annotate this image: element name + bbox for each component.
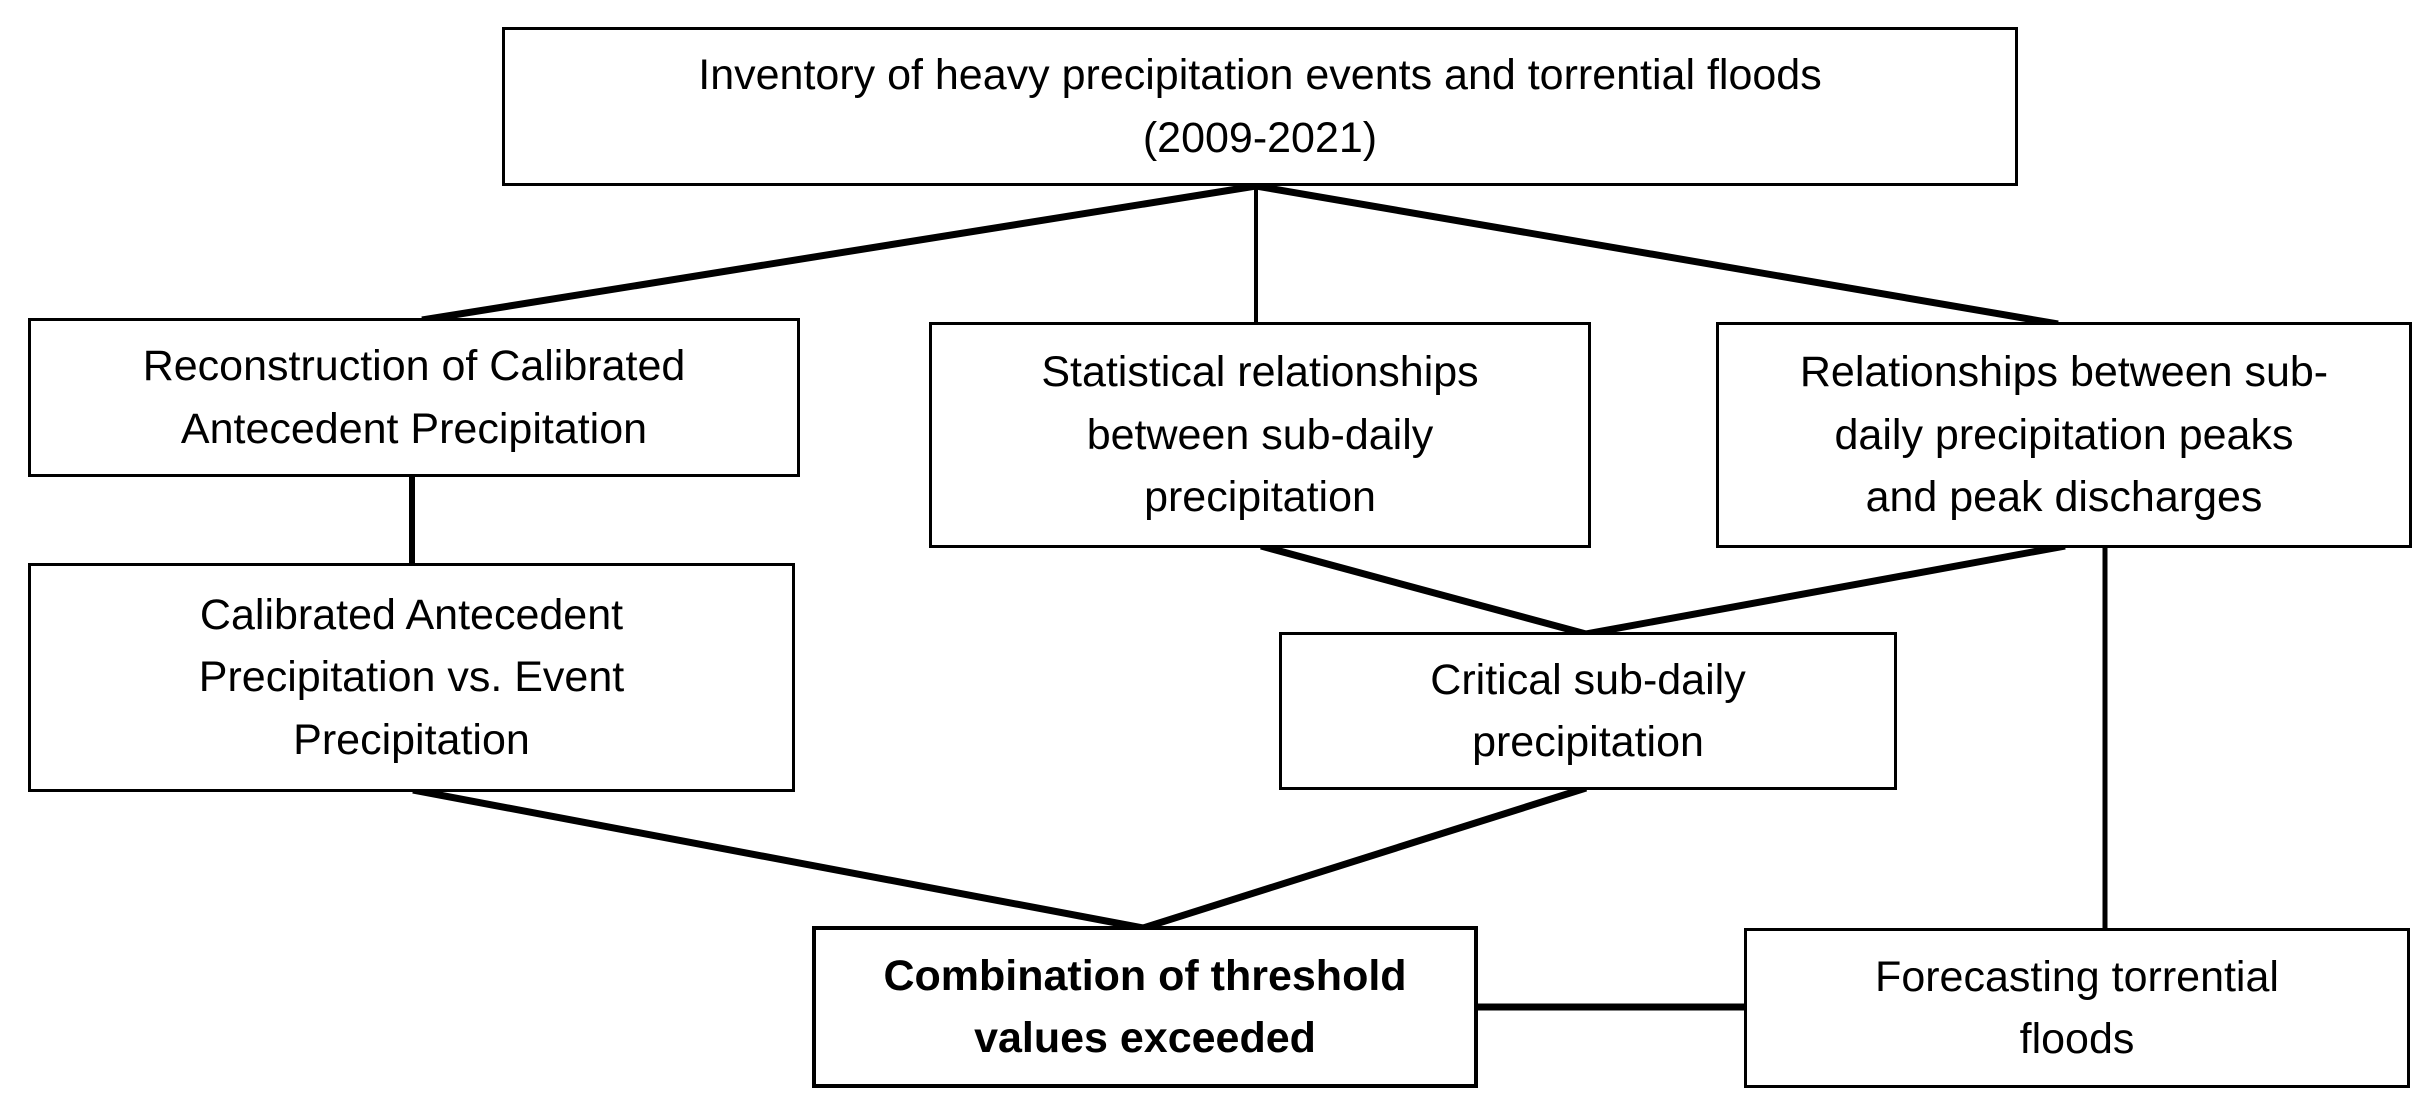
edge-inventory-reconstruction (421, 182, 1257, 324)
node-reconstruction-antecedent-precipitation: Reconstruction of Calibrated Antecedent … (28, 318, 800, 477)
edge-inventory-relationships (1255, 182, 2059, 328)
edge-critical-combination (1141, 784, 1588, 932)
node-inventory-of-events: Inventory of heavy precipitation events … (502, 27, 2018, 186)
node-combination-threshold-exceeded: Combination of threshold values exceeded (812, 926, 1478, 1088)
node-critical-sub-daily-precipitation: Critical sub-daily precipitation (1279, 632, 1897, 790)
node-calibrated-vs-event-precipitation: Calibrated Antecedent Precipitation vs. … (28, 563, 795, 792)
edge-statistical-critical (1260, 542, 1587, 638)
node-precipitation-peaks-discharges: Relationships between sub- daily precipi… (1716, 322, 2412, 548)
node-statistical-relationships: Statistical relationships between sub-da… (929, 322, 1591, 548)
edge-relationships-critical (1585, 542, 2066, 638)
edge-calibrated-combination (412, 786, 1144, 932)
node-forecasting-torrential-floods: Forecasting torrential floods (1744, 928, 2410, 1088)
